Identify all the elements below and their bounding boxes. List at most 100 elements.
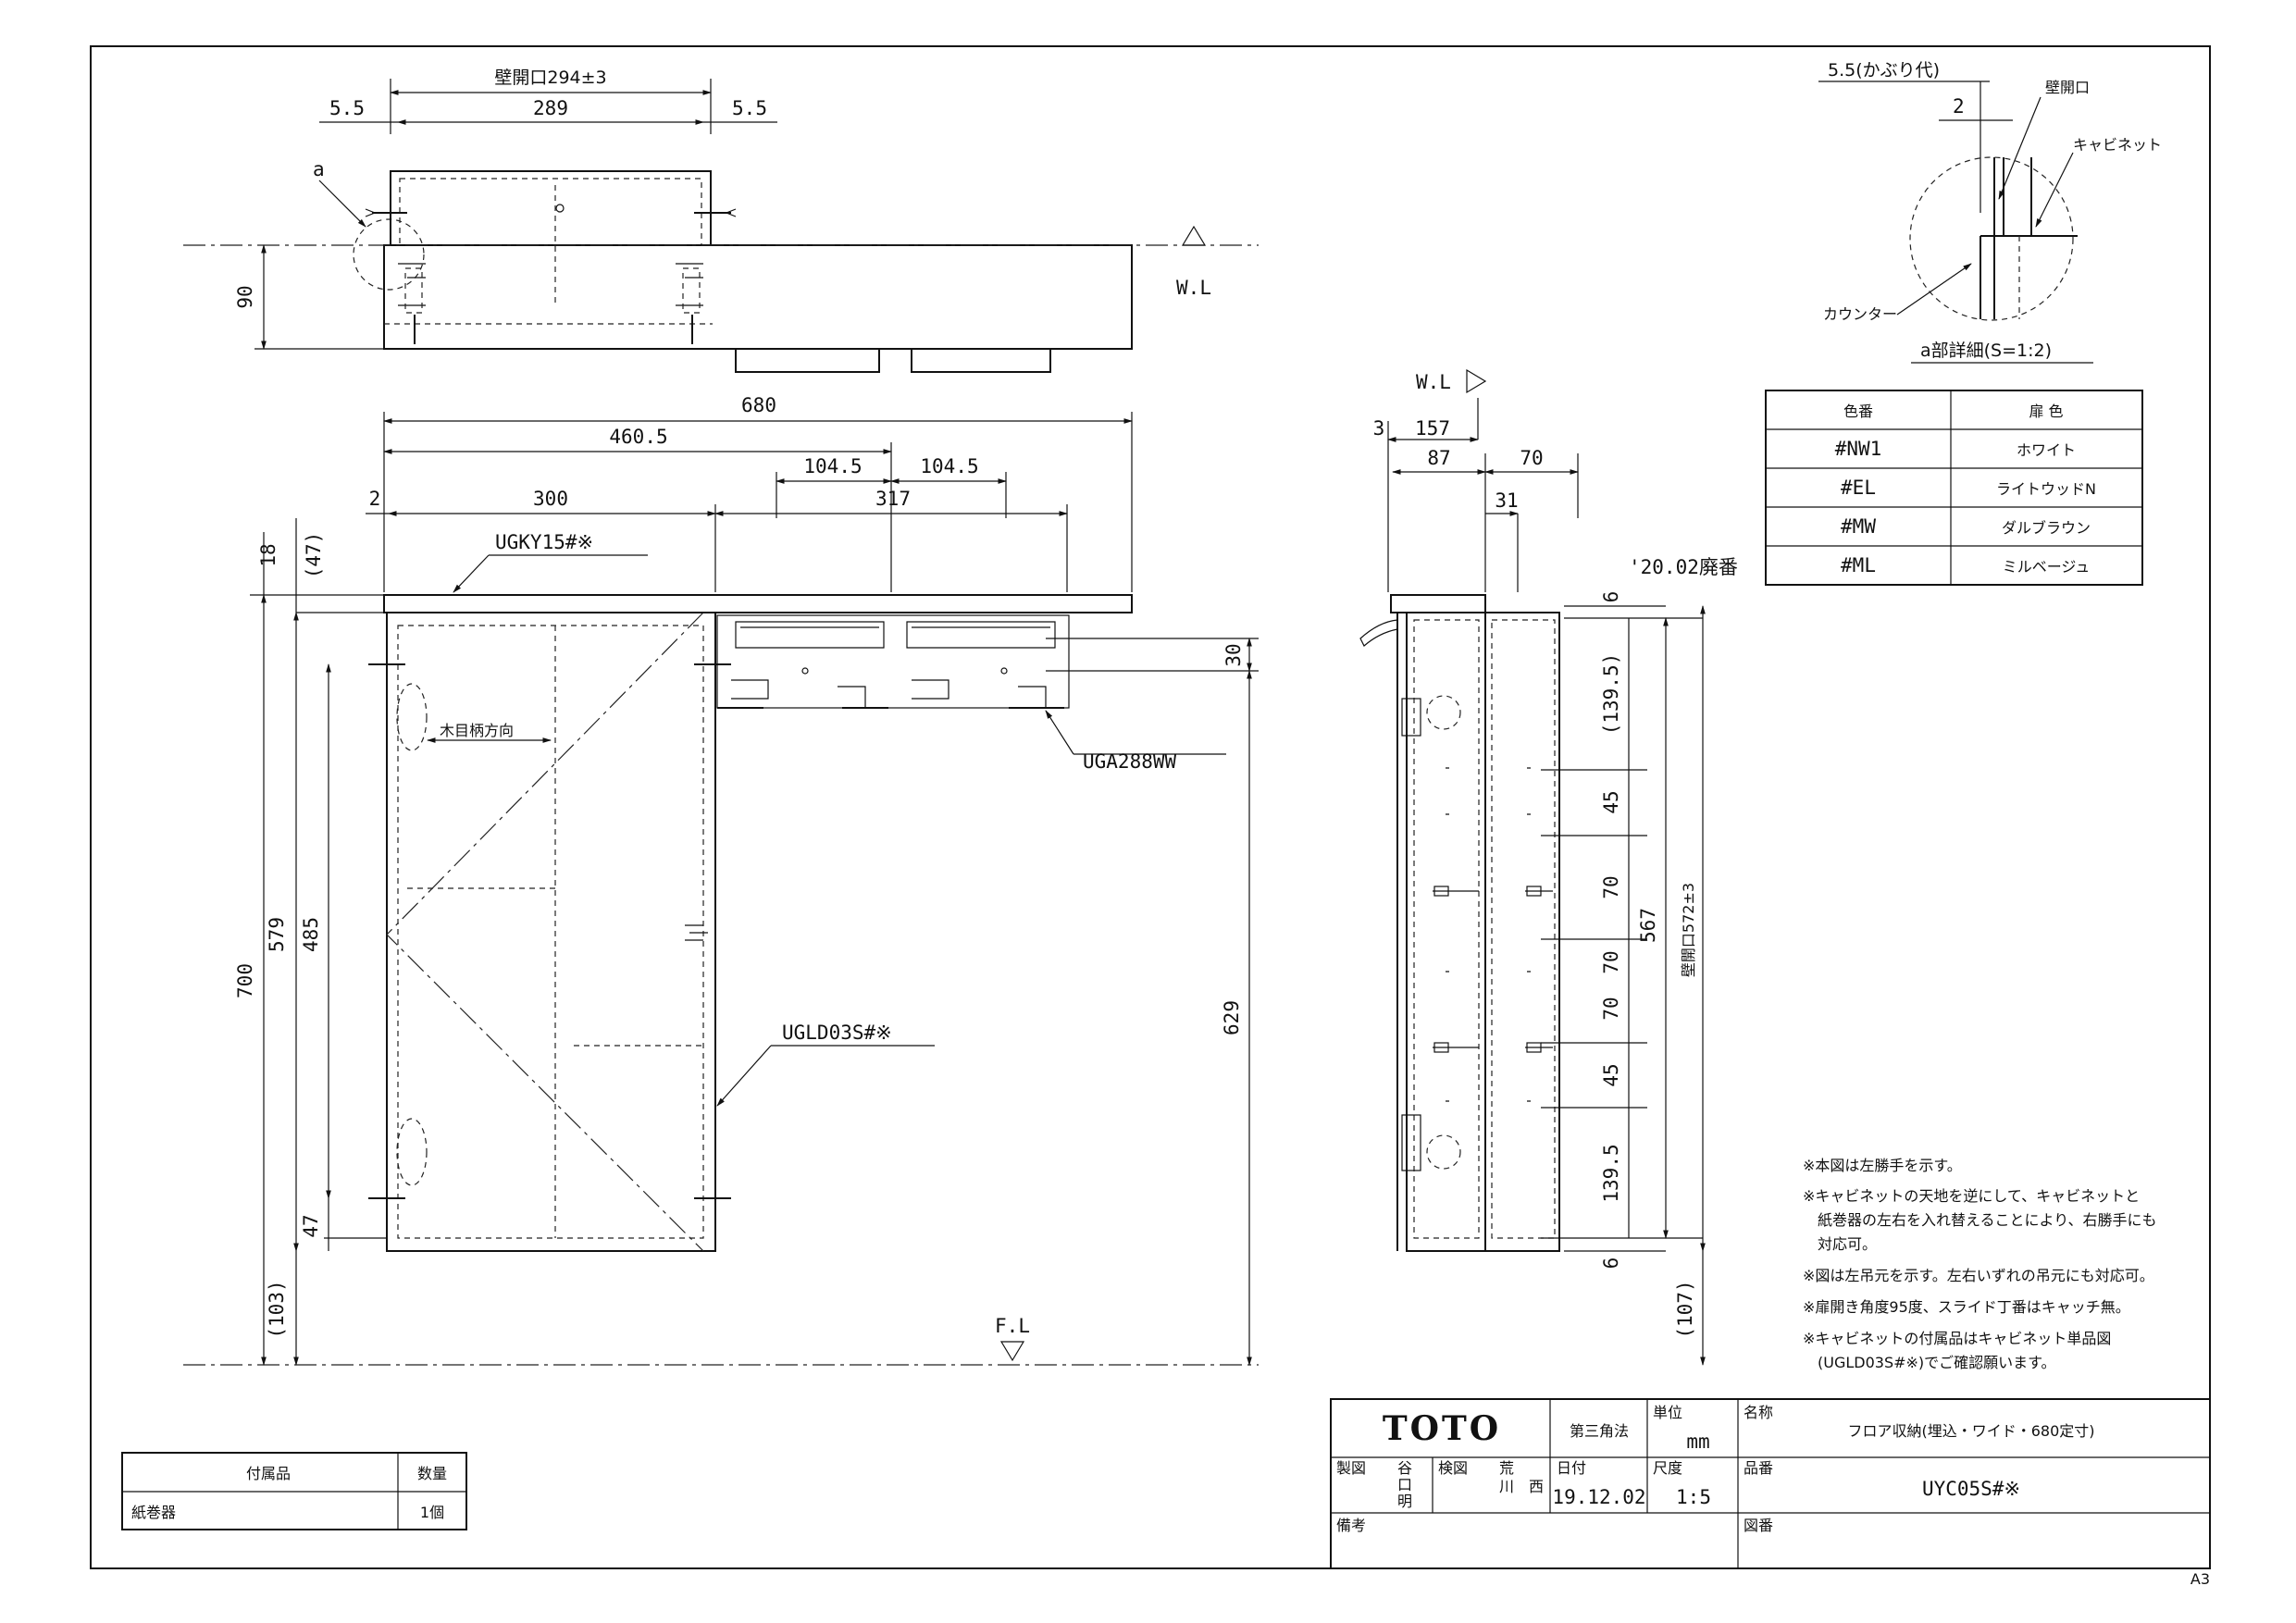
sheet-size: A3: [2191, 1570, 2210, 1588]
plan-view: 壁開口294±3 289 5.5 5.5 a W.L 90: [183, 68, 1259, 373]
label-ugky: UGKY15#※: [495, 531, 593, 553]
color-code-row: #EL: [1841, 477, 1876, 499]
color-header-code: 色番: [1843, 403, 1873, 420]
label-uga288ww: UGA288WW: [1083, 750, 1177, 773]
detail-a: 5.5(かぶり代) 2 壁開口 キャビネット カウンター a部詳細(S=1:2): [1818, 60, 2162, 364]
dim-70-top: 70: [1520, 447, 1543, 469]
color-table: 色番 扉 色 #NW1 ホワイト #EL ライトウッドN #MW ダルブラウン …: [1765, 390, 2143, 586]
scale-value: 1:5: [1676, 1486, 1711, 1508]
drawn-label: 製図: [1336, 1459, 1366, 1477]
drawing-number-label: 図番: [1744, 1517, 1773, 1534]
detail-dim-2: 2: [1953, 95, 1965, 118]
revision-note: '20.02廃番: [1629, 556, 1738, 578]
title-block: TOTO 第三角法 単位 mm 名称 フロア収納(埋込・ワイド・680定寸) 製…: [1330, 1398, 2211, 1569]
note-line: ※本図は左勝手を示す。: [1803, 1157, 1962, 1174]
drawn-by: 口: [1397, 1476, 1412, 1493]
accessory-header-qty: 数量: [417, 1465, 447, 1482]
dim-47: 47: [300, 1214, 322, 1237]
scale-label: 尺度: [1653, 1459, 1682, 1477]
checked-by: 西: [1529, 1478, 1544, 1495]
name-label: 名称: [1744, 1404, 1773, 1421]
label-wall-opening: 壁開口: [2045, 79, 2090, 96]
dim-30: 30: [1222, 643, 1245, 666]
color-code-row: #ML: [1841, 554, 1876, 576]
dim-567: 567: [1637, 908, 1659, 943]
accessory-qty: 1個: [420, 1504, 444, 1521]
dim-139-top: (139.5): [1600, 653, 1622, 736]
checked-label: 検図: [1438, 1459, 1468, 1477]
dim-103: (103): [266, 1280, 288, 1338]
dim-90: 90: [234, 285, 256, 308]
remarks-label: 備考: [1336, 1517, 1366, 1534]
color-code-row: #NW1: [1835, 438, 1882, 460]
side-view: W.L 3 157 87 70 31 '20.02廃番: [1359, 368, 1738, 1366]
label-grain-direction: 木目柄方向: [440, 722, 514, 739]
dim-317: 317: [875, 488, 911, 510]
dim-31: 31: [1495, 489, 1518, 512]
accessories-table: 付属品 数量 紙巻器 1個: [121, 1452, 467, 1530]
dim-47-top: (47): [303, 532, 325, 579]
dim-3: 3: [1373, 417, 1385, 440]
label-a: a: [313, 158, 325, 180]
dim-6-top: 6: [1600, 591, 1622, 603]
drawn-by: 谷: [1397, 1459, 1412, 1477]
label-ugld03s: UGLD03S#※: [782, 1022, 892, 1044]
side-wl-label: W.L: [1416, 371, 1451, 393]
accessory-header-item: 付属品: [246, 1465, 291, 1482]
projection-method: 第三角法: [1570, 1422, 1629, 1440]
toto-logo: TOTO: [1383, 1409, 1501, 1448]
dim-485: 485: [300, 917, 322, 952]
notes: ※本図は左勝手を示す。 ※キャビネットの天地を逆にして、キャビネットと 紙巻器の…: [1803, 1157, 2157, 1371]
accessory-item: 紙巻器: [131, 1504, 176, 1521]
note-line: ※図は左吊元を示す。左右いずれの吊元にも対応可。: [1803, 1267, 2154, 1284]
dim-700: 700: [234, 963, 256, 998]
dim-opening-294: 壁開口294±3: [494, 68, 606, 88]
note-line: ※キャビネットの付属品はキャビネット単品図: [1803, 1330, 2111, 1347]
label-counter: カウンター: [1823, 305, 1897, 323]
part-number: UYC05S#※: [1922, 1478, 2020, 1500]
sheet-border: [90, 45, 2211, 1569]
color-header-door: 扉 色: [2029, 403, 2063, 420]
note-line: ※キャビネットの天地を逆にして、キャビネットと: [1803, 1187, 2140, 1205]
date-label: 日付: [1557, 1459, 1586, 1477]
color-name-row: ライトウッドN: [1996, 480, 2096, 498]
color-name-row: ダルブラウン: [2002, 519, 2091, 537]
unit-label: 単位: [1653, 1404, 1682, 1421]
product-name: フロア収納(埋込・ワイド・680定寸): [1847, 1422, 2094, 1440]
detail-dim-55: 5.5(かぶり代): [1828, 60, 1940, 81]
unit-value: mm: [1686, 1431, 1709, 1453]
dim-70-b: 70: [1600, 950, 1622, 973]
part-label: 品番: [1744, 1459, 1773, 1477]
fl-label: F.L: [995, 1315, 1030, 1337]
color-name-row: ミルベージュ: [2003, 558, 2091, 576]
dim-579: 579: [266, 917, 288, 952]
dim-629: 629: [1221, 1000, 1243, 1035]
dim-opening-572: 壁開口572±3: [1680, 883, 1697, 977]
detail-caption: a部詳細(S=1:2): [1920, 341, 2052, 361]
dim-157: 157: [1415, 417, 1450, 440]
front-view: 680 460.5 104.5 104.5 2 300 317 UGKY15#※…: [183, 394, 1259, 1366]
note-line: 紙巻器の左右を入れ替えることにより、右勝手にも: [1803, 1211, 2157, 1229]
date-value: 19.12.02: [1552, 1486, 1645, 1508]
dim-70-a: 70: [1600, 875, 1622, 898]
note-line: 対応可。: [1803, 1235, 1877, 1253]
checked-by: 川: [1499, 1478, 1514, 1495]
checked-by: 荒: [1499, 1459, 1514, 1477]
dim-45-top: 45: [1600, 790, 1622, 813]
dim-104-left: 104.5: [803, 455, 862, 477]
drawn-by: 明: [1397, 1493, 1412, 1510]
color-name-row: ホワイト: [2017, 441, 2076, 459]
plan-wl-label: W.L: [1176, 277, 1211, 299]
dim-70-c: 70: [1600, 997, 1622, 1020]
dim-2: 2: [369, 488, 381, 510]
dim-300: 300: [533, 488, 568, 510]
dim-104-right: 104.5: [920, 455, 978, 477]
dim-460: 460.5: [609, 426, 667, 448]
dim-680: 680: [741, 394, 776, 416]
color-code-row: #MW: [1841, 515, 1876, 538]
dim-right-gap: 5.5: [732, 97, 767, 119]
dim-left-gap: 5.5: [329, 97, 365, 119]
dim-107: (107): [1674, 1280, 1696, 1338]
dim-6-bottom: 6: [1600, 1258, 1622, 1270]
